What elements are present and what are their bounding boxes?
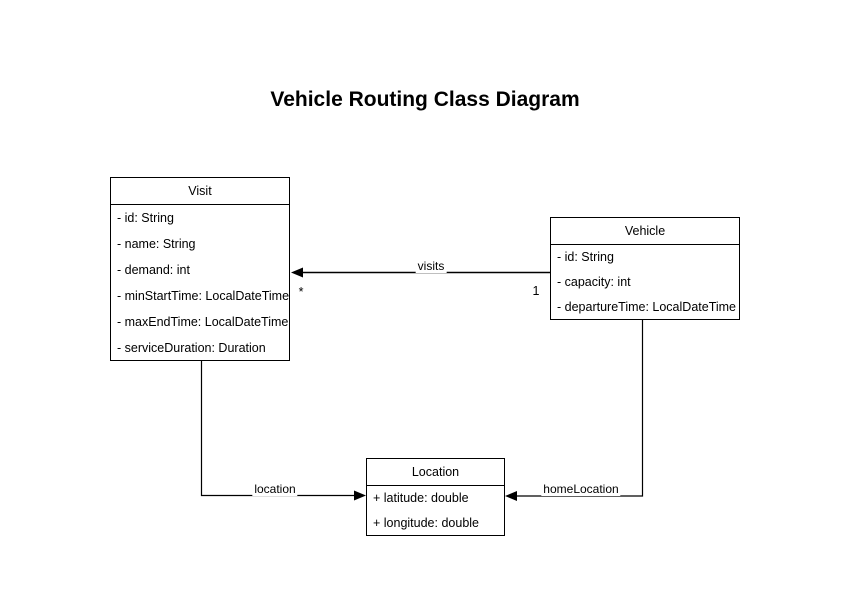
class-field: - name: String [117, 237, 196, 251]
edge-label-visits: visits [415, 259, 447, 273]
class-title-vehicle: Vehicle [551, 218, 739, 245]
class-node-visit[interactable]: Visit - id: String - name: String - dema… [110, 177, 290, 361]
edge-label-location: location [252, 482, 298, 496]
class-node-location[interactable]: Location + latitude: double + longitude:… [366, 458, 505, 536]
class-field: - serviceDuration: Duration [117, 341, 266, 355]
multiplicity-visits-source: 1 [532, 284, 540, 298]
class-field: - departureTime: LocalDateTime [557, 300, 737, 314]
edge-label-home-location: homeLocation [541, 482, 621, 496]
class-field: + latitude: double [373, 491, 469, 505]
class-field: + longitude: double [373, 516, 479, 530]
edge-location-arrowhead-icon [354, 490, 366, 501]
edge-visits-arrowhead-icon [291, 267, 303, 278]
class-title-location: Location [367, 459, 504, 486]
diagram-title: Vehicle Routing Class Diagram [270, 88, 580, 111]
multiplicity-visits-target: * [298, 285, 304, 299]
class-node-vehicle[interactable]: Vehicle - id: String - capacity: int - d… [550, 217, 740, 320]
class-field: - id: String [557, 250, 614, 264]
edge-location[interactable] [200, 361, 356, 497]
class-field: - maxEndTime: LocalDateTime [117, 315, 289, 329]
edge-home-location[interactable] [516, 320, 644, 497]
edge-home-location-arrowhead-icon [505, 491, 517, 501]
class-field: - id: String [117, 211, 174, 225]
class-title-visit: Visit [111, 178, 289, 205]
class-field: - demand: int [117, 263, 190, 277]
class-field: - capacity: int [557, 275, 631, 289]
class-field: - minStartTime: LocalDateTime [117, 289, 289, 303]
